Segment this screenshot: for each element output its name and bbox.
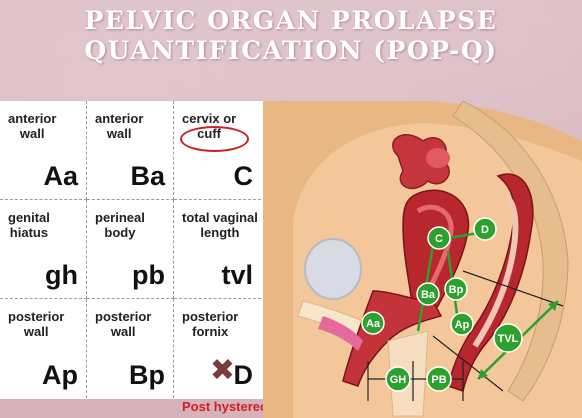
measure-gh: GH — [385, 366, 411, 392]
cell-code: Aa — [43, 161, 78, 191]
point-ap: Ap — [450, 312, 474, 336]
arrow-heads — [478, 301, 558, 379]
grid-cell-aa: anterior wall Aa — [0, 101, 87, 200]
point-ba: Ba — [416, 282, 440, 306]
point-aa: Aa — [361, 311, 385, 335]
measure-tvl: TVL — [493, 323, 523, 353]
cell-code: Ba — [130, 161, 165, 191]
pelvic-anatomy-diagram: Aa Ba C D Bp Ap GH PB — [263, 101, 582, 418]
cell-code: Bp — [129, 360, 165, 390]
svg-text:C: C — [435, 233, 443, 245]
cell-code: gh — [45, 260, 78, 290]
cuff-highlight-ring — [180, 126, 249, 152]
svg-text:Ba: Ba — [421, 289, 436, 301]
cell-code: D — [233, 360, 254, 390]
cell-label: total vaginal length — [182, 210, 258, 240]
svg-text:Bp: Bp — [449, 284, 464, 296]
bladder — [304, 238, 362, 300]
svg-text:PB: PB — [431, 374, 446, 386]
cell-code: C — [233, 161, 254, 191]
rectum-lumen — [472, 193, 519, 348]
cell-label: anterior wall — [8, 111, 57, 141]
cell-label: posterior fornix — [182, 309, 239, 339]
grid-cell-c: cervix or cuff C — [174, 101, 261, 200]
svg-text:Aa: Aa — [366, 318, 381, 330]
cell-label: posterior wall — [8, 309, 65, 339]
grid-cell-tvl: total vaginal length tvl — [174, 200, 261, 299]
grid-cell-gh: genital hiatus gh — [0, 200, 87, 299]
point-bp: Bp — [444, 277, 468, 301]
cell-label: anterior wall — [95, 111, 144, 141]
cell-code: pb — [132, 260, 165, 290]
cell-label: posterior wall — [95, 309, 152, 339]
ovary — [426, 148, 450, 168]
cell-code: tvl — [221, 260, 253, 290]
clitoris-hood — [318, 316, 363, 351]
measure-pb: PB — [426, 366, 452, 392]
cell-label: genital hiatus — [8, 210, 50, 240]
uterine-cavity — [416, 204, 454, 288]
grid-cell-pb: perineal body pb — [87, 200, 174, 299]
svg-text:Ap: Ap — [455, 319, 470, 331]
point-d: D — [473, 217, 497, 241]
point-c: C — [427, 226, 451, 250]
svg-text:TVL: TVL — [498, 333, 519, 345]
page-title: PELVIC ORGAN PROLAPSE QUANTIFICATION (PO… — [0, 6, 582, 66]
svg-text:D: D — [481, 224, 489, 236]
grid-cell-d: posterior fornix ✖ D — [174, 299, 261, 398]
popq-grid: anterior wall Aa anterior wall Ba cervix… — [0, 101, 263, 399]
cell-label: perineal body — [95, 210, 145, 240]
svg-text:GH: GH — [390, 374, 407, 386]
grid-cell-ap: posterior wall Ap — [0, 299, 87, 398]
anatomy-svg: Aa Ba C D Bp Ap GH PB — [263, 101, 582, 418]
grid-cell-bp: posterior wall Bp — [87, 299, 174, 398]
title-line-2: QUANTIFICATION (POP-Q) — [84, 36, 498, 65]
cell-code: Ap — [42, 360, 78, 390]
body-shading — [263, 101, 582, 418]
grid-cell-ba: anterior wall Ba — [87, 101, 174, 200]
cross-icon: ✖ — [209, 353, 235, 388]
title-line-1: PELVIC ORGAN PROLAPSE — [84, 6, 498, 35]
